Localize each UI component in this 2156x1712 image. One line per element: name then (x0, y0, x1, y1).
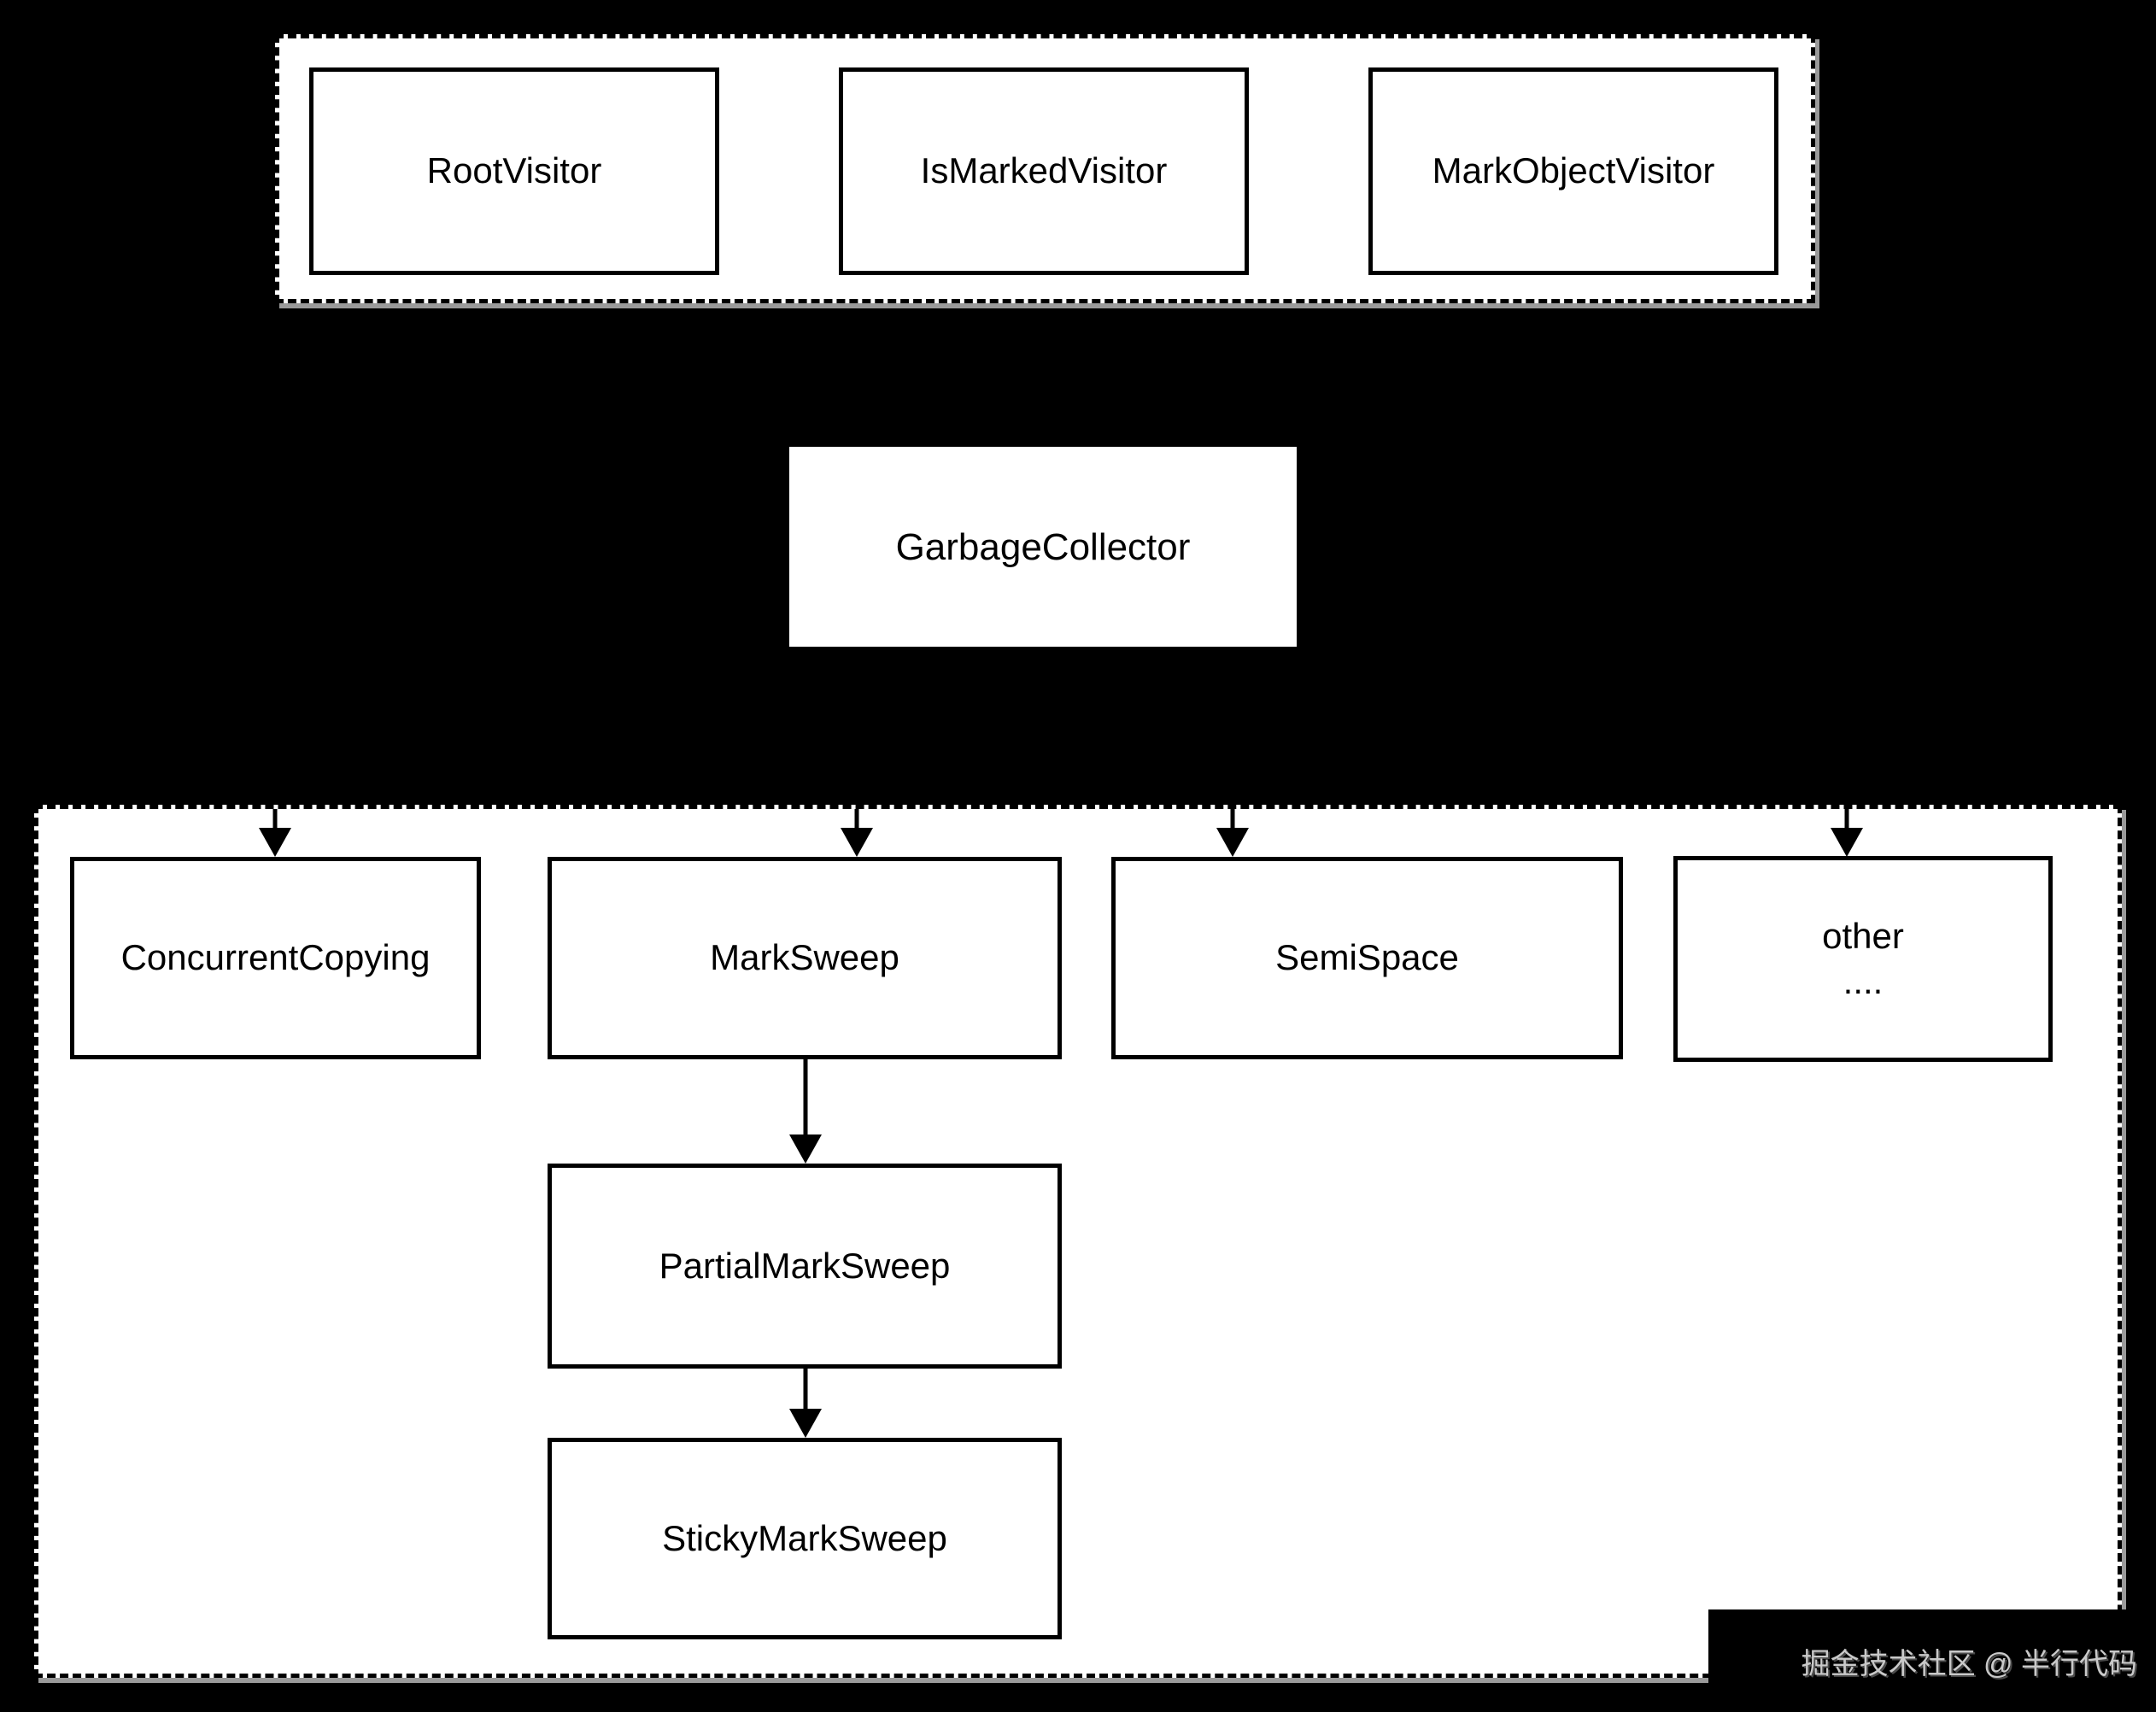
node-garbage-collector: GarbageCollector (789, 447, 1297, 647)
connector-arrow-to-concurrent-copying (259, 809, 291, 857)
node-label: other (1822, 916, 1904, 956)
node-is-marked-visitor: IsMarkedVisitor (839, 67, 1249, 275)
node-label: StickyMarkSweep (662, 1517, 947, 1558)
node-mark-object-visitor: MarkObjectVisitor (1368, 67, 1778, 275)
node-label: MarkSweep (710, 937, 899, 978)
node-label: MarkObjectVisitor (1432, 150, 1715, 191)
node-concurrent-copying: ConcurrentCopying (70, 857, 481, 1059)
node-other: other .... (1673, 856, 2053, 1062)
node-label: RootVisitor (426, 150, 602, 191)
node-mark-sweep: MarkSweep (548, 857, 1062, 1059)
watermark-bar: 掘金技术社区 @ 半行代码 (1708, 1609, 2156, 1712)
arrowhead-down-icon (1831, 828, 1863, 857)
node-semi-space: SemiSpace (1111, 857, 1623, 1059)
arrowhead-down-icon (259, 828, 291, 857)
connector-arrow-to-mark-sweep (841, 809, 873, 857)
collector-group-container: ConcurrentCopying MarkSweep SemiSpace ot… (34, 805, 2122, 1678)
connector-arrow-to-semi-space (1216, 809, 1249, 857)
arrowhead-down-icon (789, 1134, 822, 1164)
node-label: SemiSpace (1275, 937, 1459, 978)
visitor-group-container: RootVisitor IsMarkedVisitor MarkObjectVi… (275, 34, 1815, 303)
node-sublabel: .... (1843, 960, 1884, 1001)
node-partial-mark-sweep: PartialMarkSweep (548, 1164, 1062, 1369)
connector-arrow-to-other (1831, 809, 1863, 857)
connector-arrow-marksweep-to-partial (789, 1059, 822, 1164)
node-label: GarbageCollector (895, 525, 1191, 568)
node-label: PartialMarkSweep (659, 1245, 951, 1286)
arrowhead-down-icon (1216, 828, 1249, 857)
arrowhead-down-icon (841, 828, 873, 857)
node-label: IsMarkedVisitor (920, 150, 1168, 191)
arrowhead-down-icon (789, 1409, 822, 1438)
node-label: ConcurrentCopying (120, 937, 431, 978)
connector-arrow-partial-to-sticky (789, 1369, 822, 1438)
watermark-text: 掘金技术社区 @ 半行代码 (1801, 1647, 2137, 1680)
node-sticky-mark-sweep: StickyMarkSweep (548, 1438, 1062, 1639)
node-root-visitor: RootVisitor (309, 67, 719, 275)
